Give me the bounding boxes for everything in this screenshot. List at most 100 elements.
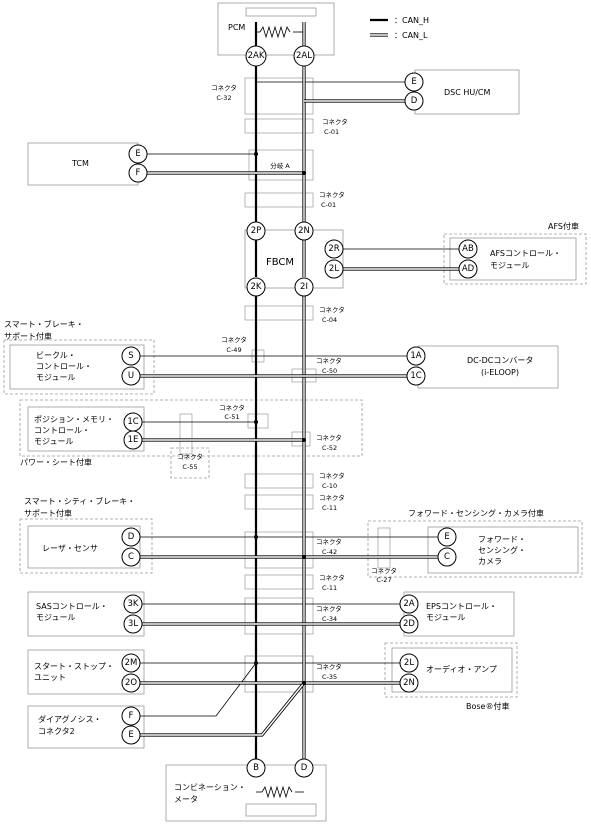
dcdc-pin-can-h-label: 1A bbox=[410, 351, 421, 361]
vehicle-dashed-frame bbox=[3, 339, 155, 395]
audio-pin-can-h-label: 2L bbox=[404, 658, 414, 668]
afs-pin-can-l-label: AD bbox=[462, 264, 475, 274]
eps-pin-can-h bbox=[399, 594, 419, 614]
laser-box bbox=[27, 525, 141, 569]
fbcm-pin-top-can-h-label: 2P bbox=[251, 226, 262, 236]
dlc-pin-can-h bbox=[121, 706, 141, 726]
camera-tag: フォワード・センシング・カメラ付車 bbox=[408, 508, 544, 518]
connector-c35-word: コネクタ bbox=[316, 662, 342, 671]
camera-pin-can-h-label: E bbox=[444, 532, 449, 542]
dsc-pin-can-l bbox=[404, 91, 424, 111]
camera-pin-can-l-label: C bbox=[444, 552, 450, 562]
tcm-pin-can-l bbox=[128, 163, 148, 183]
connector-c34-label: C-34 bbox=[322, 615, 337, 623]
vehicle-tag-line2: サポート付車 bbox=[4, 331, 52, 341]
dcdc-pin-can-l-label: 1C bbox=[410, 371, 421, 381]
pcm-pin-can-l-label: 2AL bbox=[296, 51, 312, 61]
connector-c49-word: コネクタ bbox=[221, 335, 247, 344]
connector-c01b-word: コネクタ bbox=[319, 190, 345, 199]
connector-c50-word: コネクタ bbox=[316, 356, 342, 365]
connector-c55-frame bbox=[170, 447, 210, 479]
startstop-pin-can-l-label: 2O bbox=[125, 678, 137, 688]
pcm-pin-can-l bbox=[293, 45, 315, 67]
audio-pin-can-l-label: 2N bbox=[403, 678, 415, 688]
connector-c01b-block bbox=[244, 192, 314, 208]
fbcm-box bbox=[244, 229, 344, 289]
fbcm-pin-afs-can-l-label: 2L bbox=[329, 264, 339, 274]
legend: ：CAN_H ：CAN_L bbox=[370, 16, 429, 40]
position-tag: パワー・シート付車 bbox=[20, 457, 92, 467]
fbcm-pin-afs-can-h bbox=[324, 239, 344, 259]
meter-terminal-block bbox=[245, 803, 317, 817]
connector-c11b-block bbox=[244, 574, 314, 590]
meter-pin-can-h bbox=[246, 758, 266, 778]
fbcm-pin-bot-can-l bbox=[294, 277, 314, 297]
connector-c42-block bbox=[244, 531, 314, 569]
connector-c32-block bbox=[244, 77, 314, 115]
position-pin-can-h-label: 1C bbox=[127, 417, 138, 427]
afs-label-line2: モジュール bbox=[490, 261, 529, 270]
position-label-line2: コントロール・ bbox=[34, 426, 90, 435]
connector-c42-label: C-42 bbox=[322, 548, 337, 556]
connector-c34-word: コネクタ bbox=[316, 604, 342, 613]
connector-c35-label: C-35 bbox=[322, 673, 337, 681]
pcm-label: PCM bbox=[228, 23, 245, 32]
connector-c32-label: C-32 bbox=[216, 94, 231, 102]
tcm-pin-can-h bbox=[128, 144, 148, 164]
pcm-resistor bbox=[259, 25, 291, 39]
connector-c55-word: コネクタ bbox=[177, 452, 203, 461]
connector-labels: コネクタ C-32 コネクタ C-01 分岐 A コネクタ C-01 コネクタ … bbox=[177, 83, 397, 681]
meter-label-line1: コンビネーション・ bbox=[174, 783, 246, 792]
audio-pin-can-h bbox=[399, 653, 419, 673]
camera-dashed-frame bbox=[367, 520, 583, 578]
branch-a-label: 分岐 A bbox=[270, 161, 290, 170]
startstop-pin-can-h-label: 2M bbox=[125, 658, 138, 668]
connector-blocks bbox=[170, 77, 391, 693]
connector-c51-block bbox=[247, 413, 269, 429]
startstop-pin-can-l bbox=[121, 673, 141, 693]
connector-c04-block bbox=[244, 305, 314, 321]
laser-pin-can-h bbox=[121, 527, 141, 547]
junction-dots bbox=[254, 152, 306, 685]
connector-c11a-label: C-11 bbox=[322, 504, 337, 512]
connector-c10-word: コネクタ bbox=[319, 471, 345, 480]
pins: 2AK 2AL E D E F 2P 2N 2K 2I 2R 2L AB AD … bbox=[121, 45, 478, 778]
legend-can-h-label: ：CAN_H bbox=[394, 16, 429, 25]
eps-pin-can-l-label: 2D bbox=[403, 619, 415, 629]
dsc-pin-can-h-label: E bbox=[411, 77, 416, 87]
position-dashed-frame bbox=[19, 399, 363, 457]
fbcm-pin-top-can-l bbox=[294, 221, 314, 241]
dsc-pin-can-h bbox=[404, 72, 424, 92]
connector-c34-block bbox=[244, 597, 314, 635]
laser-pin-can-h-label: D bbox=[128, 532, 135, 542]
startstop-label-line1: スタート・ストップ・ bbox=[34, 662, 114, 671]
connector-c04-label: C-04 bbox=[322, 316, 337, 324]
meter-pin-can-h-label: B bbox=[253, 763, 259, 773]
meter-pin-can-l-label: D bbox=[301, 763, 308, 773]
sas-box bbox=[27, 591, 145, 637]
connector-c10-label: C-10 bbox=[322, 482, 337, 490]
laser-pin-can-l-label: C bbox=[128, 552, 134, 562]
eps-box bbox=[403, 591, 515, 637]
audio-pin-can-l bbox=[399, 673, 419, 693]
connector-c01b-label: C-01 bbox=[321, 201, 336, 209]
dlc-label-line1: ダイアグノシス・ bbox=[38, 714, 101, 724]
connector-c51-word: コネクタ bbox=[219, 403, 245, 412]
fbcm-label: FBCM bbox=[266, 257, 294, 268]
laser-tag-line1: スマート・シティ・ブレーキ・ bbox=[24, 496, 135, 506]
connector-c52-word: コネクタ bbox=[316, 433, 342, 442]
laser-tag-line2: サポート付車 bbox=[24, 508, 72, 518]
connector-c27-word: コネクタ bbox=[371, 566, 397, 575]
camera-pin-can-l bbox=[437, 547, 457, 567]
position-label-line1: ポジション・メモリ・ bbox=[34, 415, 114, 424]
dcdc-label-line2: (i-ELOOP) bbox=[481, 368, 519, 377]
sas-label-line1: SASコントロール・ bbox=[36, 602, 108, 611]
connector-c32-word: コネクタ bbox=[211, 83, 237, 92]
meter-label-line2: メータ bbox=[174, 795, 198, 804]
camera-pin-can-h bbox=[437, 527, 457, 547]
eps-label-line2: モジュール bbox=[426, 613, 465, 622]
connector-c01a-block bbox=[244, 118, 314, 134]
startstop-label-line2: ユニット bbox=[34, 673, 66, 682]
connector-c11b-label: C-11 bbox=[322, 584, 337, 592]
vehicle-label-line1: ビークル・ bbox=[36, 351, 76, 360]
